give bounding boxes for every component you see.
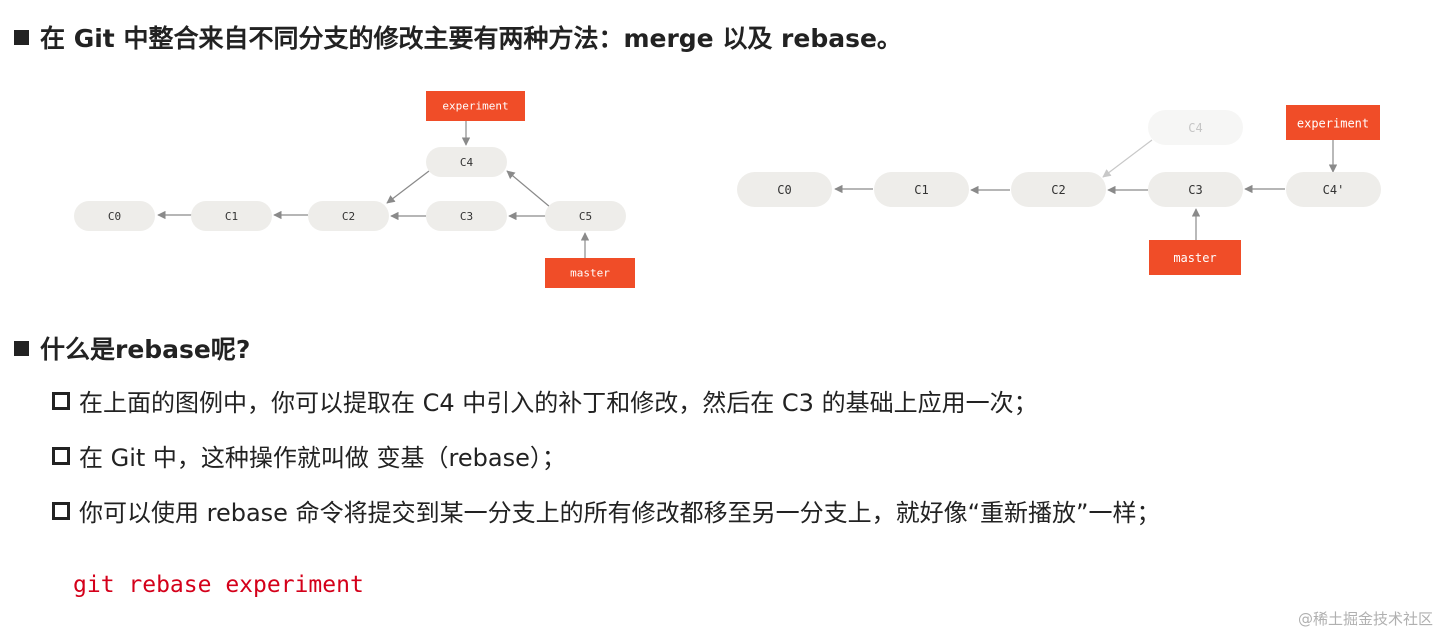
commit-node: C4 <box>426 147 507 177</box>
watermark: @稀土掘金技术社区 <box>1297 610 1433 628</box>
hollow-square-bullet-icon <box>52 446 70 465</box>
branch-tag-label: master <box>570 267 610 280</box>
square-bullet-icon <box>14 29 29 45</box>
commit-label: C4 <box>460 156 474 169</box>
list-item-text: 你可以使用 rebase 命令将提交到某一分支上的所有修改都移至另一分支上，就好… <box>79 499 1161 527</box>
branch-tag-master: master <box>1149 240 1241 275</box>
branch-tag-experiment: experiment <box>1286 105 1380 140</box>
commit-label: C2 <box>342 210 355 223</box>
branch-tag-label: master <box>1173 251 1216 265</box>
list-item: 你可以使用 rebase 命令将提交到某一分支上的所有修改都移至另一分支上，就好… <box>52 493 1160 528</box>
commit-label: C5 <box>579 210 592 223</box>
branch-tag-master: master <box>545 258 635 288</box>
edge-c5-c4 <box>506 170 551 208</box>
commit-label: C1 <box>225 210 238 223</box>
commit-node: C3 <box>426 201 507 231</box>
commit-node: C3 <box>1148 172 1243 207</box>
commit-label: C2 <box>1051 183 1065 197</box>
commit-label: C0 <box>777 183 791 197</box>
edge-c4-c2 <box>386 170 430 204</box>
branch-tag-label: experiment <box>442 100 508 113</box>
commit-label: C3 <box>460 210 473 223</box>
list-item: 在 Git 中，这种操作就叫做 变基（rebase）； <box>52 438 566 473</box>
branch-tag-label: experiment <box>1297 117 1369 131</box>
merge-diagram: C0 C1 C2 C3 C4 C5 experiment master <box>74 91 635 288</box>
rebase-diagram: C0 C1 C2 C3 C4' C4 experiment master <box>737 105 1381 275</box>
ghost-commit-node: C4 <box>1148 110 1243 145</box>
list-item: 在上面的图例中，你可以提取在 C4 中引入的补丁和修改，然后在 C3 的基础上应… <box>52 383 1038 418</box>
commit-node: C4' <box>1286 172 1381 207</box>
merge-rebase-heading: 在 Git 中整合来自不同分支的修改主要有两种方法：merge 以及 rebas… <box>14 19 902 55</box>
commit-label: C0 <box>108 210 121 223</box>
commit-node: C0 <box>74 201 155 231</box>
commit-node: C0 <box>737 172 832 207</box>
commit-label: C1 <box>914 183 928 197</box>
ghost-commit-label: C4 <box>1188 121 1202 135</box>
square-bullet-icon <box>14 340 29 356</box>
commit-node: C1 <box>874 172 969 207</box>
code-command: git rebase experiment <box>73 572 364 598</box>
commit-node: C2 <box>1011 172 1106 207</box>
commit-label: C4' <box>1323 183 1345 197</box>
branch-tag-experiment: experiment <box>426 91 525 121</box>
merge-rebase-heading-text: 在 Git 中整合来自不同分支的修改主要有两种方法：merge 以及 rebas… <box>40 24 902 53</box>
commit-node: C5 <box>545 201 626 231</box>
what-is-rebase-heading: 什么是rebase呢? <box>14 330 250 366</box>
what-is-rebase-heading-text: 什么是rebase呢? <box>40 335 251 364</box>
edge-ghost-c4-c2 <box>1102 139 1153 178</box>
list-item-text: 在 Git 中，这种操作就叫做 变基（rebase）； <box>79 444 566 472</box>
hollow-square-bullet-icon <box>52 391 70 410</box>
list-item-text: 在上面的图例中，你可以提取在 C4 中引入的补丁和修改，然后在 C3 的基础上应… <box>79 389 1038 417</box>
commit-label: C3 <box>1188 183 1202 197</box>
commit-node: C1 <box>191 201 272 231</box>
commit-node: C2 <box>308 201 389 231</box>
hollow-square-bullet-icon <box>52 501 70 520</box>
